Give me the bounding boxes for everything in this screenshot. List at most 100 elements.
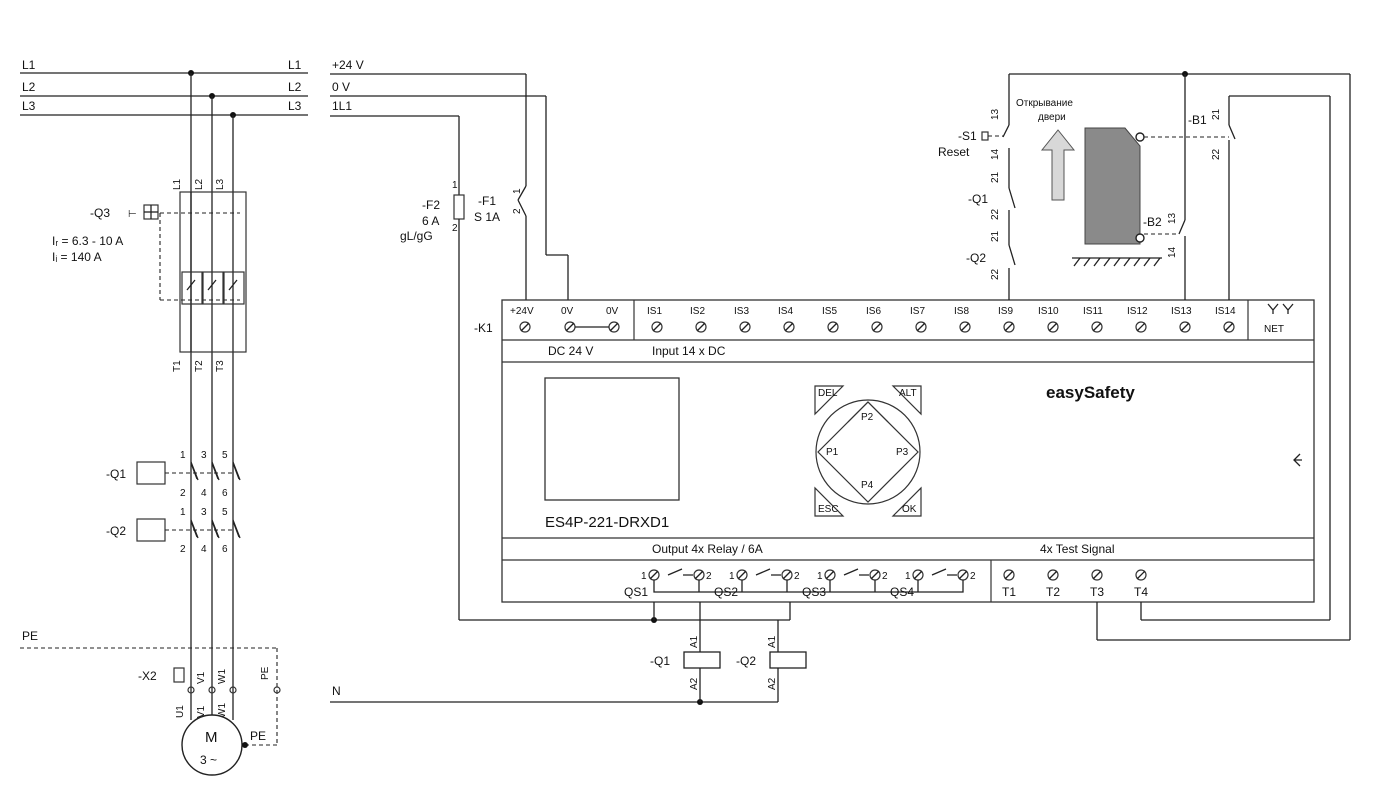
q2-pin-2: 2 (180, 544, 186, 555)
s1-pin-13: 13 (990, 108, 1001, 120)
s1-tag: -S1 (958, 129, 977, 143)
input-terminal-screws (651, 321, 1235, 333)
breaker-setting-ir: Iᵣ = 6.3 - 10 A (52, 234, 123, 248)
input-is6: IS6 (866, 306, 881, 317)
q1-aux-pin-21: 21 (990, 171, 1001, 183)
b1-pin-21: 21 (1211, 108, 1222, 120)
key-alt[interactable]: ALT (891, 385, 922, 416)
mains-bus: L1 L2 L3 L1 L2 L3 (20, 58, 308, 118)
b2-pin-13: 13 (1167, 212, 1178, 224)
f2-tag: -F2 (422, 198, 440, 212)
key-p1[interactable]: P1 (826, 447, 839, 458)
breaker-out-t1: T1 (172, 360, 183, 372)
b1-pin-22: 22 (1211, 148, 1222, 160)
pe-bus: PE PE (20, 629, 281, 746)
safety-door (1084, 127, 1141, 245)
door-text-2: двери (1038, 112, 1066, 123)
coil-q2-a2: A2 (767, 677, 778, 690)
motor-pin-u1: U1 (175, 705, 186, 718)
neutral-label: N (332, 684, 341, 698)
b1-tag: -B1 (1188, 113, 1207, 127)
key-p4[interactable]: P4 (861, 480, 874, 491)
f2-type: gL/gG (400, 229, 433, 243)
input-is8: IS8 (954, 306, 969, 317)
input-is5: IS5 (822, 306, 837, 317)
q1-pin-5: 5 (222, 450, 228, 461)
model-label: ES4P-221-DRXD1 (545, 514, 669, 531)
safety-chain: -S1 Reset 13 14 -Q1 21 22 -Q2 21 22 Откр… (938, 74, 1236, 300)
key-ok[interactable]: OK (891, 486, 922, 517)
q1-pin-6: 6 (222, 488, 228, 499)
breaker-in-l3: L3 (215, 178, 226, 190)
relay-qs4: QS4 (890, 585, 914, 599)
q1-aux-tag: -Q1 (968, 192, 988, 206)
bus-l2-label-right: L2 (288, 80, 302, 94)
lcd-display (544, 377, 680, 501)
relay-outputs: 1 2 1 2 1 2 1 2 QS1 QS2 QS3 QS4 (624, 568, 976, 599)
test-t2: T2 (1046, 585, 1060, 599)
key-esc[interactable]: ESC (814, 486, 845, 517)
contactor-q2-main: -Q2 1 3 5 2 4 6 (106, 507, 241, 555)
bus-l3-label-left: L3 (22, 99, 36, 113)
key-p3[interactable]: P3 (896, 447, 909, 458)
input-label: Input 14 x DC (652, 344, 726, 358)
neutral-line: N (330, 684, 778, 705)
input-is12: IS12 (1127, 306, 1148, 317)
breaker-in-l2: L2 (194, 178, 205, 190)
x2-pin-v1: V1 (196, 671, 207, 684)
f1-tag: -F1 (478, 194, 496, 208)
input-is10: IS10 (1038, 306, 1059, 317)
key-esc-label: ESC (818, 504, 839, 515)
s1-pin-14: 14 (990, 148, 1001, 160)
output-label: Output 4x Relay / 6A (652, 542, 763, 556)
test-t3: T3 (1090, 585, 1104, 599)
q1-pin-1: 1 (180, 450, 186, 461)
f2-pin2: 2 (452, 223, 458, 234)
terminal-x2-tag: -X2 (138, 669, 157, 683)
q2-pin-6: 6 (222, 544, 228, 555)
q2-pin-4: 4 (201, 544, 207, 555)
key-del[interactable]: DEL (814, 385, 845, 416)
input-is9: IS9 (998, 306, 1013, 317)
pe-bus-label: PE (22, 629, 38, 643)
breaker-q3: -Q3 ⊢ Iᵣ = 6.3 - 10 A Iᵢ = 140 A L1 L2 L… (52, 178, 247, 372)
test-signals: T1 T2 T3 T4 (1002, 569, 1148, 599)
key-p2[interactable]: P2 (861, 412, 874, 423)
motor-pe-label: PE (250, 729, 266, 743)
breaker-op-icon: ⊢ (128, 209, 137, 220)
test-signal-label: 4x Test Signal (1040, 542, 1115, 556)
q2-aux-pin-21: 21 (990, 230, 1001, 242)
qs3-pin1: 1 (817, 571, 823, 582)
motor-label-3ph: 3 ~ (200, 753, 217, 767)
q1-pin-4: 4 (201, 488, 207, 499)
relay-qs3: QS3 (802, 585, 826, 599)
b2-tag: -B2 (1143, 215, 1162, 229)
q1-aux-pin-22: 22 (990, 208, 1001, 220)
f1-pin2: 2 (512, 208, 523, 214)
qs2-pin2: 2 (794, 571, 800, 582)
bus-l1-label-right: L1 (288, 58, 302, 72)
q1-pin-3: 3 (201, 450, 207, 461)
f1-rating: S 1A (474, 210, 500, 224)
q2-aux-tag: -Q2 (966, 251, 986, 265)
breaker-tag: -Q3 (90, 206, 110, 220)
supply-1l1-label: 1L1 (332, 99, 352, 113)
q2-aux-pin-22: 22 (990, 268, 1001, 280)
coil-q2-tag: -Q2 (736, 654, 756, 668)
supply-0v-label: 0 V (332, 80, 350, 94)
motor: M 3 ~ PE (181, 714, 266, 776)
brand-label: easySafety (1046, 383, 1135, 402)
net-connector-icon (1267, 303, 1294, 314)
dc-label: DC 24 V (548, 344, 593, 358)
pe-x2-label: PE (260, 666, 271, 680)
q2-pin-5: 5 (222, 507, 228, 518)
test-loops (1009, 71, 1351, 641)
term-0v-b: 0V (606, 306, 619, 317)
s1-reset-label: Reset (938, 145, 970, 159)
key-del-label: DEL (818, 388, 838, 399)
motor-label-m: M (205, 729, 218, 746)
b2-pin-14: 14 (1167, 246, 1178, 258)
coil-q1-a2: A2 (689, 677, 700, 690)
controller-tag: -K1 (474, 321, 493, 335)
